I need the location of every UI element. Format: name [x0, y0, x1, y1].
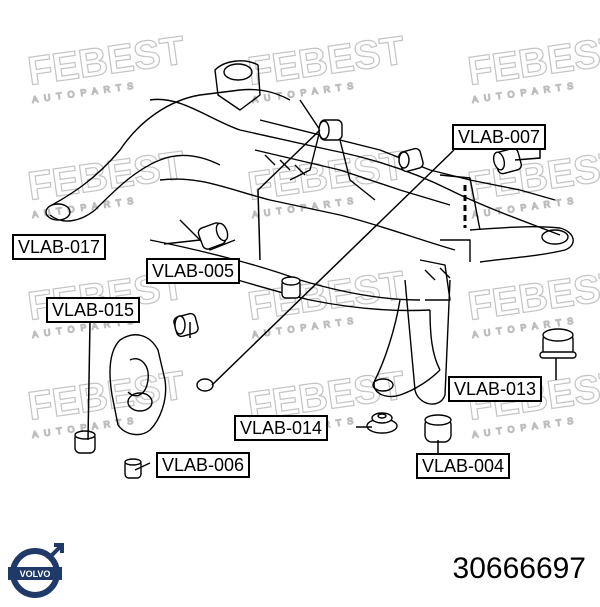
bushing-vlab-015-icon [173, 312, 199, 338]
callout-vlab-014[interactable]: VLAB-014 [234, 415, 329, 441]
volvo-logo-icon: VOLVO [6, 540, 68, 602]
bushing-vlab-017-icon [197, 222, 229, 250]
bushing-vlab-007-icon [492, 147, 523, 175]
bushing-vlab-014-icon [366, 412, 398, 434]
svg-text:FEBEST: FEBEST [465, 28, 600, 94]
bushing-vlab-004-icon [424, 414, 452, 443]
leader-lines [87, 129, 557, 471]
callout-vlab-007[interactable]: VLAB-007 [452, 124, 547, 150]
callout-vlab-006[interactable]: VLAB-006 [156, 452, 251, 478]
callout-vlab-013[interactable]: VLAB-013 [448, 376, 543, 402]
bushing-center-upper-icon [398, 147, 424, 173]
callout-vlab-015[interactable]: VLAB-015 [46, 297, 141, 323]
bushing-center-lower-icon [281, 276, 301, 299]
callout-vlab-017[interactable]: VLAB-017 [12, 234, 107, 260]
bushing-vlab-013-icon [539, 328, 577, 359]
bushing-knuckle-link-icon [196, 378, 214, 392]
bushing-vlab-006-icon [74, 430, 142, 479]
subframe-outline [45, 60, 574, 436]
callout-vlab-005[interactable]: VLAB-005 [146, 258, 241, 284]
part-number: 30666697 [452, 552, 586, 585]
bushing-vlab-005-icon [318, 119, 343, 141]
volvo-logo-text: VOLVO [20, 569, 51, 579]
svg-text:FEBEST: FEBEST [465, 263, 600, 329]
svg-text:FEBEST: FEBEST [465, 143, 600, 209]
bushings [74, 119, 577, 479]
callout-vlab-004[interactable]: VLAB-004 [416, 453, 511, 479]
